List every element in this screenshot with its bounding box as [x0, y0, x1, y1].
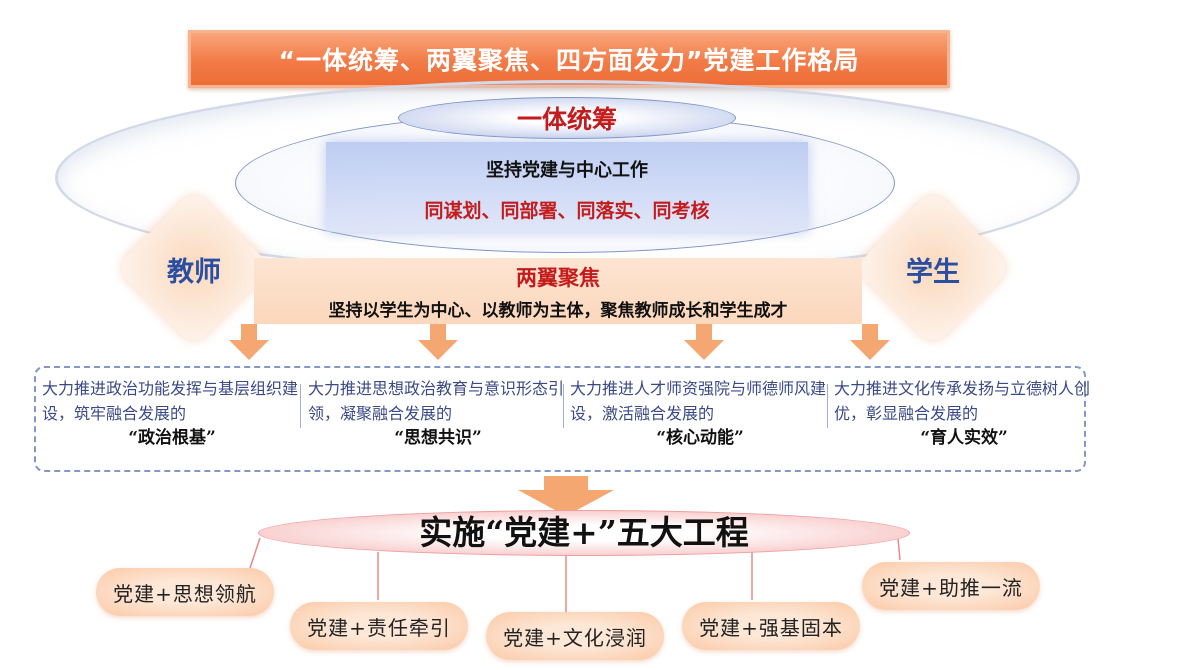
aspect-highlight: “思想共识” [394, 428, 482, 448]
column-divider [827, 384, 828, 428]
project-pill-3: 党建+文化浸润 [486, 612, 664, 660]
aspect-column-1: 大力推进政治功能发挥与基层组织建设，筑牢融合发展的 “政治根基” [42, 376, 302, 451]
column-divider [563, 384, 564, 428]
aspect-highlight: “育人实效” [920, 428, 1008, 448]
diagram-title: “一体统筹、两翼聚焦、四方面发力”党建工作格局 [278, 46, 860, 75]
title-banner: “一体统筹、两翼聚焦、四方面发力”党建工作格局 [188, 30, 950, 88]
unify-heading: 一体统筹 [516, 105, 617, 134]
teacher-label: 教师 [167, 257, 221, 288]
unify-heading-ellipse [398, 97, 736, 139]
aspect-column-3: 大力推进人才师资强院与师德师风建设，激活融合发展的 “核心动能” [570, 376, 830, 451]
aspect-body: 大力推进思想政治教育与意识形态引领，凝聚融合发展的 [308, 379, 565, 423]
project-pill-2: 党建+责任牵引 [290, 602, 468, 650]
project-pill-1: 党建+思想领航 [96, 568, 274, 616]
aspect-body: 大力推进人才师资强院与师德师风建设，激活融合发展的 [570, 379, 827, 423]
project-label: 党建+思想领航 [113, 581, 257, 606]
column-divider [300, 384, 301, 428]
aspect-highlight: “政治根基” [128, 428, 216, 448]
projects-ellipse [258, 510, 910, 556]
project-label: 党建+助推一流 [879, 575, 1023, 600]
down-arrow-icon [684, 324, 724, 360]
projects-title: 实施“党建+”五大工程 [419, 513, 749, 552]
student-label: 学生 [906, 257, 960, 288]
down-arrow-icon [850, 324, 890, 360]
big-down-arrow-icon [518, 476, 614, 516]
unify-center-panel [326, 142, 808, 232]
project-label: 党建+责任牵引 [307, 615, 451, 640]
wings-panel [254, 258, 862, 324]
aspect-highlight: “核心动能” [656, 428, 744, 448]
unify-line-2: 同谋划、同部署、同落实、同考核 [424, 200, 710, 222]
aspect-body: 大力推进文化传承发扬与立德树人创优，彰显融合发展的 [834, 379, 1091, 423]
wings-heading: 两翼聚焦 [516, 265, 600, 290]
aspect-column-2: 大力推进思想政治教育与意识形态引领，凝聚融合发展的 “思想共识” [308, 376, 568, 451]
wings-line: 坚持以学生为中心、以教师为主体，聚焦教师成长和学生成才 [328, 301, 788, 321]
aspect-column-4: 大力推进文化传承发扬与立德树人创优，彰显融合发展的 “育人实效” [834, 376, 1094, 451]
project-pill-5: 党建+助推一流 [862, 562, 1040, 610]
down-arrow-icon [229, 324, 269, 360]
project-pill-4: 党建+强基固本 [682, 602, 860, 650]
aspect-body: 大力推进政治功能发挥与基层组织建设，筑牢融合发展的 [42, 379, 299, 423]
down-arrow-icon [418, 324, 458, 360]
four-aspects-box [34, 366, 1086, 472]
project-label: 党建+强基固本 [699, 615, 843, 640]
project-label: 党建+文化浸润 [503, 625, 647, 650]
unify-line-1: 坚持党建与中心工作 [486, 160, 648, 181]
